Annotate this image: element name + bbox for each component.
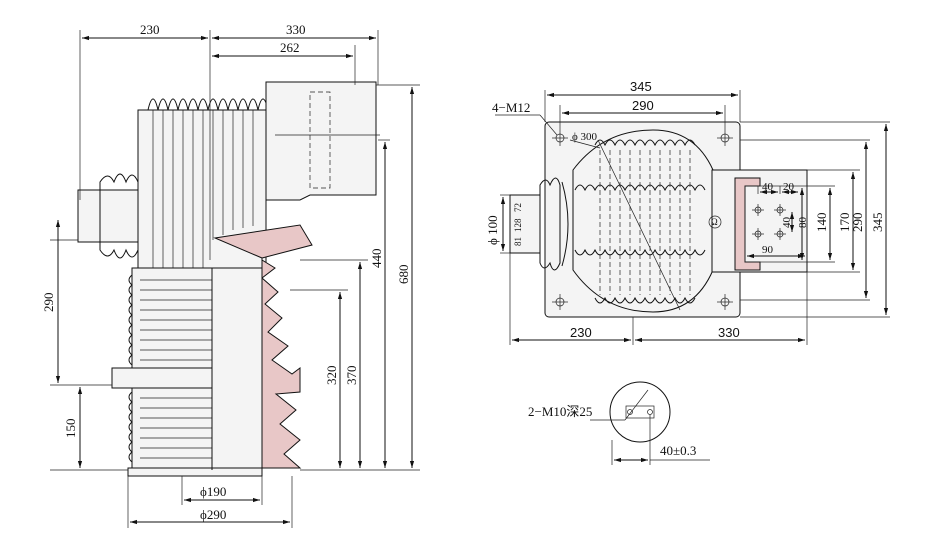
dim-top-dia300: ϕ 300 — [572, 131, 598, 143]
top-dimensions — [495, 90, 890, 345]
small-label-128: 128 — [513, 218, 523, 232]
dim-side-290: 290 — [41, 293, 56, 313]
dim-side-440: 440 — [369, 249, 384, 269]
dim-side-dia290: ϕ290 — [200, 507, 226, 522]
top-view: 72 128 81 Ω — [485, 79, 890, 345]
detail-circle — [609, 381, 671, 443]
dim-side-330: 330 — [286, 22, 306, 37]
side-terminal-box — [265, 81, 380, 201]
dim-top-bottom-230: 230 — [570, 325, 592, 340]
detail-view: 2−M10深25 40±0.3 — [528, 381, 710, 465]
side-lower-ribbed-body — [111, 267, 263, 477]
dim-top-290: 290 — [632, 98, 654, 113]
dim-side-150: 150 — [63, 419, 78, 439]
top-left-bushing: 72 128 81 — [509, 177, 569, 271]
dim-top-right-140: 140 — [814, 213, 829, 233]
terminal-holes — [752, 204, 786, 240]
side-dimensions — [50, 30, 420, 528]
detail-callout: 2−M10深25 — [528, 404, 592, 419]
small-label-81: 81 — [513, 237, 523, 246]
dim-top-right-290: 290 — [850, 213, 865, 233]
dim-side-dia190: ϕ190 — [200, 484, 226, 499]
dim-side-230: 230 — [140, 22, 160, 37]
dim-box-80: 80 — [797, 217, 809, 229]
dim-box-20: 20 — [783, 181, 795, 193]
dim-top-bottom-330: 330 — [718, 325, 740, 340]
dim-side-320: 320 — [324, 366, 339, 386]
dim-top-right-170: 170 — [837, 213, 852, 233]
dim-top-right-345: 345 — [870, 213, 885, 233]
side-upper-ribbed-body — [137, 98, 269, 280]
top-ribbed-body — [572, 129, 714, 313]
small-label-72: 72 — [513, 203, 523, 212]
dim-top-dia100: ϕ 100 — [485, 215, 500, 245]
top-center-hole — [708, 215, 722, 229]
dim-side-680: 680 — [396, 265, 411, 285]
side-horizontal-bushing — [77, 173, 146, 259]
side-view: 230 330 262 290 150 320 370 440 680 ϕ190… — [41, 22, 420, 528]
dim-side-262: 262 — [280, 40, 300, 55]
hole-callout-4-m12: 4−M12 — [492, 100, 530, 115]
detail-tolerance: 40±0.3 — [660, 443, 696, 458]
dim-box-90: 90 — [762, 244, 774, 256]
dim-top-345: 345 — [630, 79, 652, 94]
mounting-holes — [552, 130, 733, 310]
dim-side-370: 370 — [344, 366, 359, 386]
dim-box-40v: 40 — [781, 217, 793, 229]
dim-box-40: 40 — [762, 181, 774, 193]
side-cast-section — [213, 224, 313, 469]
small-label-ohm: Ω — [711, 217, 718, 227]
